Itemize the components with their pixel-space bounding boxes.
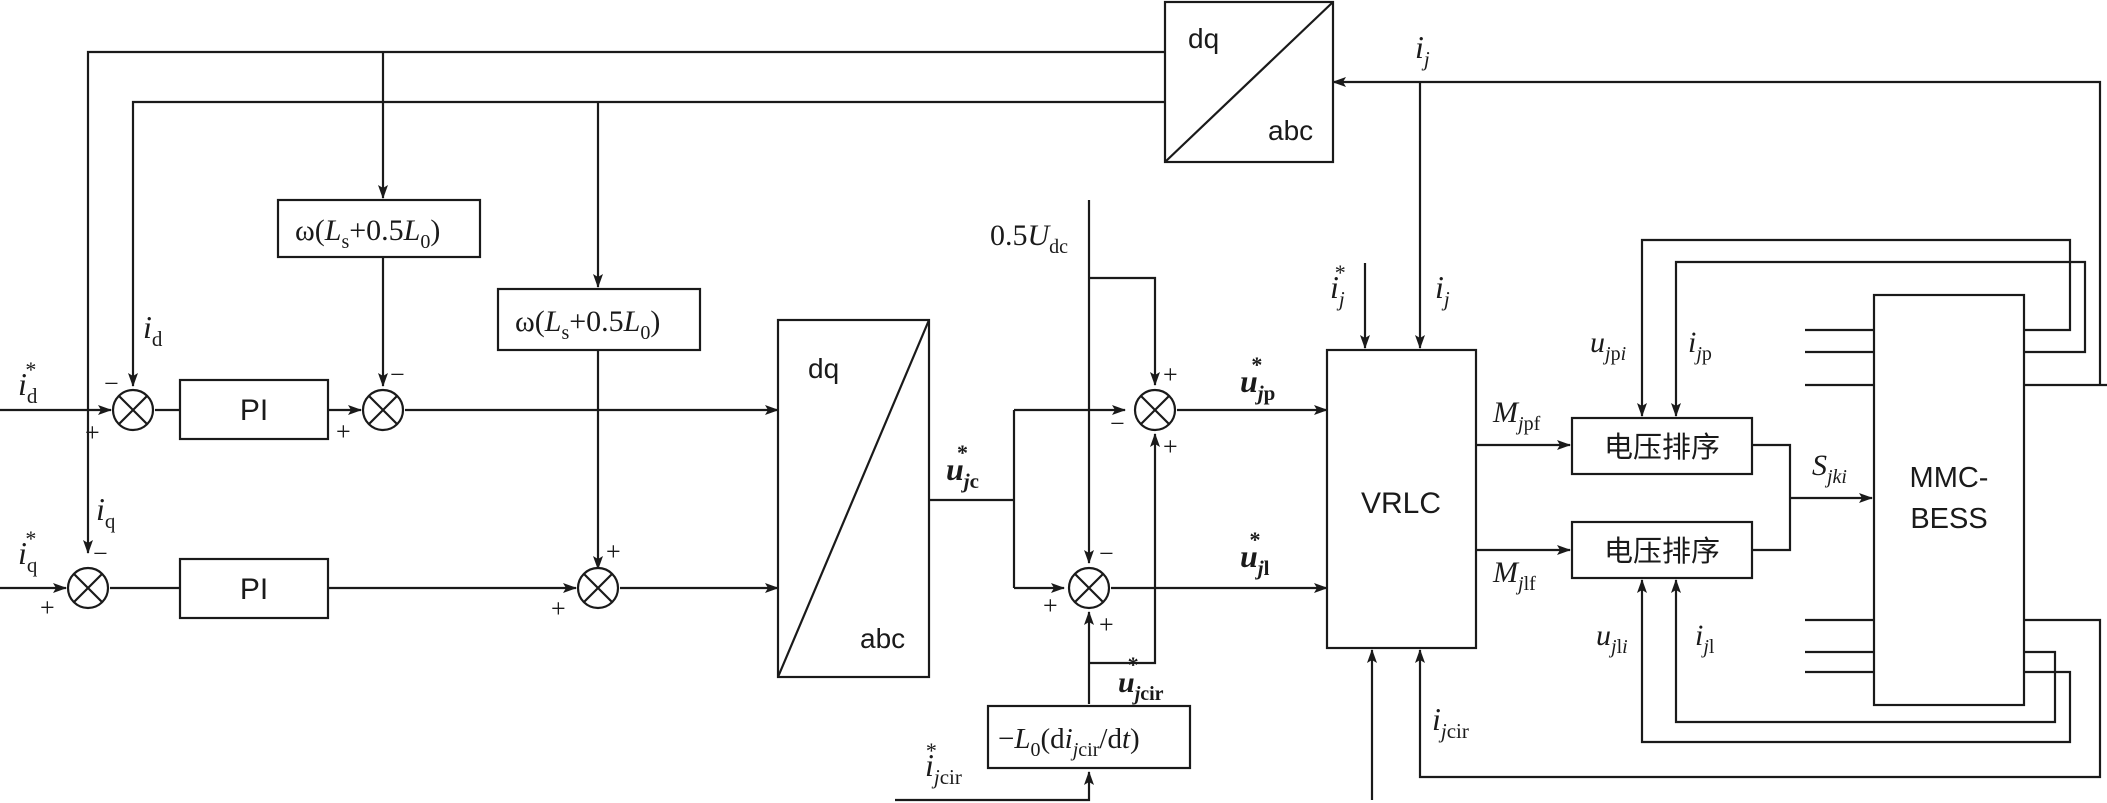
sign-plus: + [551,594,566,623]
sign-minus: − [390,360,405,389]
svg-text:ω(Ls+0.5L0): ω(Ls+0.5L0) [295,214,440,253]
svg-text:VRLC: VRLC [1361,487,1441,520]
sign-plus: + [1099,610,1114,639]
label-udc: 0.5Udc [990,219,1068,258]
signal-wires [0,50,2107,802]
dq-abc-top-label-dq: dq [1188,23,1219,54]
dq-abc-top-transform: dq abc [1163,0,1335,164]
svg-text:BESS: BESS [1910,503,1987,535]
svg-text:电压排序: 电压排序 [1604,430,1720,464]
label-ijp: ijp [1688,326,1712,365]
sign-plus: + [1043,591,1058,620]
label-ijcir-feedback: ijcir [1432,701,1469,743]
label-ijcir-ref: ijcir* [925,738,962,789]
omega-compensation-q: ω(Ls+0.5L0) [496,287,702,352]
voltage-sort-lower: 电压排序 [1570,520,1754,580]
label-ij-ref: ij* [1330,260,1346,311]
sign-minus: − [93,539,108,568]
label-ij-vrlc: ij [1435,269,1450,311]
sign-minus: − [1099,539,1114,568]
sign-plus: + [606,537,621,566]
label-ujli: ujli [1596,619,1628,658]
label-iq-feedback: iq [96,491,116,533]
sign-plus: + [336,417,351,446]
pi-controller-q: PI [178,557,330,620]
summing-junction-p [1133,388,1177,432]
sign-plus: + [85,418,100,447]
label-ij-top: ij [1415,29,1430,71]
sign-plus: + [1163,432,1178,461]
label-ujc-ref: ujc* [946,440,979,493]
summing-junction-q2 [576,566,620,610]
label-id-ref: id* [18,357,38,408]
label-ujpi: ujpi [1590,326,1626,365]
circulating-current-block: −L0(dijcir/dt) [986,704,1192,770]
pi-controller-d: PI [178,378,330,441]
summing-junction-q1 [66,566,110,610]
summing-junction-d2 [361,388,405,432]
mmc-bess-block: MMC- BESS [1872,293,2026,707]
label-mjpf: Mjpf [1492,396,1541,435]
label-mjlf: Mjlf [1492,556,1536,595]
junction-signs: − + − + − + + + + − + − + + [40,360,1178,639]
label-id-feedback: id [143,309,163,351]
omega-compensation-d: ω(Ls+0.5L0) [276,198,482,259]
dq-abc-main-transform: dq abc [776,318,931,679]
dq-abc-top-label-abc: abc [1268,115,1313,146]
sign-minus: − [104,369,119,398]
label-ujcir-ref: ujcir* [1118,652,1164,705]
svg-text:PI: PI [240,394,268,427]
svg-text:ω(Ls+0.5L0): ω(Ls+0.5L0) [515,305,660,344]
svg-text:MMC-: MMC- [1910,462,1989,494]
sign-plus: + [40,593,55,622]
label-ujl-ref: ujl* [1240,527,1270,580]
label-ujp-ref: ujp* [1240,352,1275,405]
label-sjki: Sjki [1812,449,1847,488]
svg-text:dq: dq [808,353,839,384]
signal-labels: id* iq* id iq ij ij* ij 0.5Udc u [18,29,1847,789]
label-ijl: ijl [1695,619,1715,658]
summing-junction-l [1067,566,1111,610]
vrlc-block: VRLC [1325,348,1478,650]
label-iq-ref: iq* [18,526,38,577]
svg-text:电压排序: 电压排序 [1604,534,1720,568]
svg-text:−L0(dijcir/dt): −L0(dijcir/dt) [998,723,1140,761]
sign-plus: + [1163,360,1178,389]
summing-junction-d1 [111,388,155,432]
sign-minus: − [1110,409,1125,438]
svg-text:abc: abc [860,623,905,654]
svg-text:PI: PI [240,573,268,606]
voltage-sort-upper: 电压排序 [1570,416,1754,476]
